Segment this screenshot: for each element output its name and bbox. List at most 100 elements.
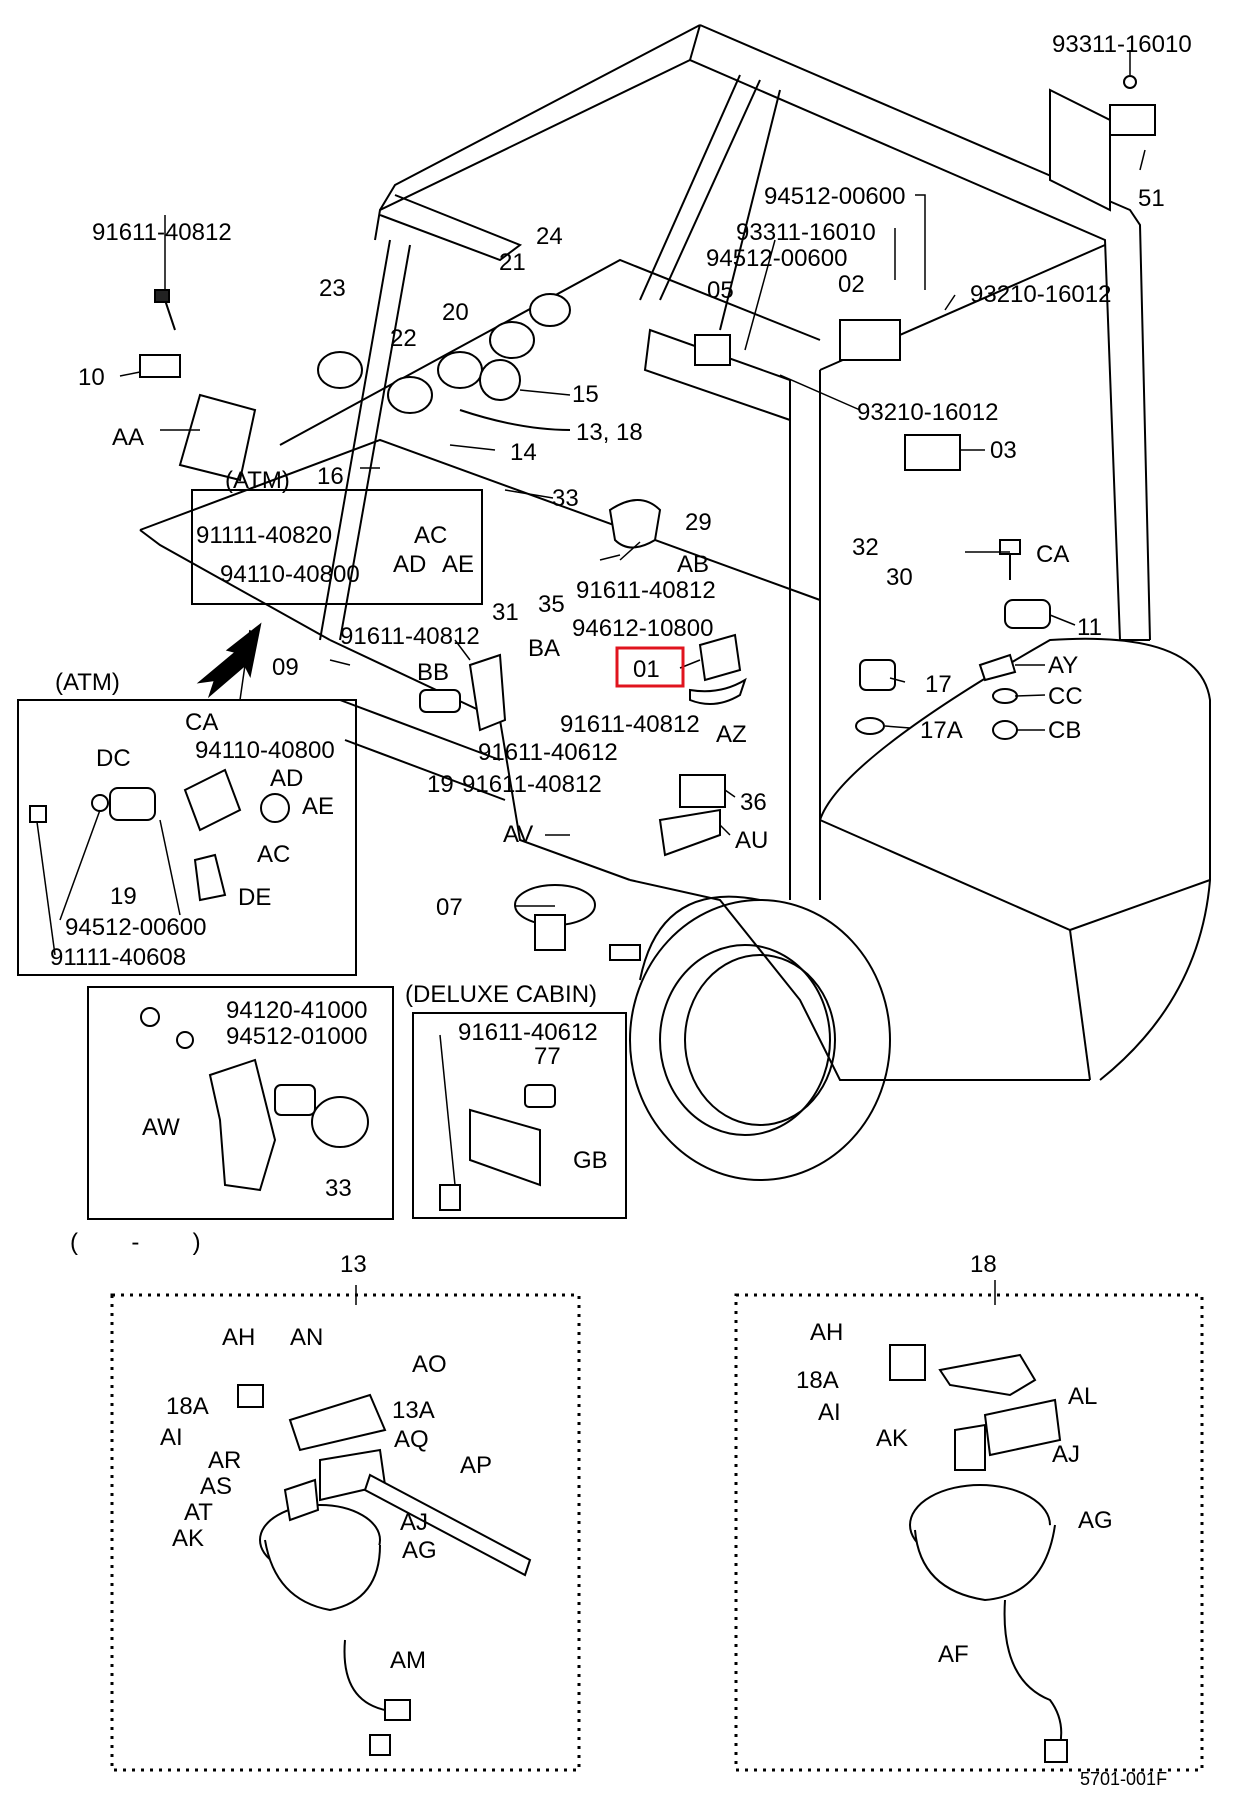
atm-label-19: 19 (110, 883, 137, 910)
d13-label-AO: AO (412, 1351, 447, 1378)
label-BB: BB (417, 659, 449, 686)
atm-label-AE: AE (302, 793, 334, 820)
d13-label-AJ: AJ (400, 1509, 428, 1536)
label-93311-16010-top: 93311-16010 (1052, 31, 1192, 58)
label-AZ: AZ (716, 721, 747, 748)
label-AV: AV (503, 821, 533, 848)
d13-label-AG: AG (402, 1537, 437, 1564)
aw-label-94512-01000: 94512-01000 (226, 1023, 367, 1050)
d18-label-AG: AG (1078, 1507, 1113, 1534)
d18-label-AF: AF (938, 1641, 969, 1668)
label-91611-40812-c: 91611-40812 (340, 623, 480, 650)
detail-13-title: 13 (340, 1251, 367, 1278)
detail-13-box (110, 1293, 581, 1772)
d18-label-AI: AI (818, 1399, 841, 1426)
detail-18-box (734, 1293, 1204, 1772)
atm-detail-box (17, 699, 357, 976)
label-17A: 17A (920, 717, 963, 744)
label-CC: CC (1048, 683, 1083, 710)
aw-label-33: 33 (325, 1175, 352, 1202)
label-24: 24 (536, 223, 563, 250)
label-02: 02 (838, 271, 865, 298)
label-AU: AU (735, 827, 768, 854)
label-33: 33 (552, 485, 579, 512)
atm-label-AC: AC (257, 841, 290, 868)
section-atm-inline: (ATM) (225, 467, 290, 494)
part-AA-bracket (178, 393, 257, 482)
aw-detail-box (87, 986, 394, 1220)
label-91611-40812-b: 91611-40812 (576, 577, 716, 604)
detail-18-title: 18 (970, 1251, 997, 1278)
section-atm-box: (ATM) (55, 669, 120, 696)
leader-lines (119, 50, 1146, 907)
label-11: 11 (1077, 614, 1102, 641)
atm-label-AD: AD (270, 765, 303, 792)
part-17 (859, 659, 896, 691)
part-02 (839, 319, 901, 361)
d18-label-AL: AL (1068, 1383, 1097, 1410)
highlight-box-01 (615, 646, 685, 688)
labels-layer: 93311-16010 51 91611-40812 94512-00600 9… (50, 31, 1192, 1789)
label-94512-00600-a: 94512-00600 (764, 183, 905, 210)
label-93210-16012-b: 93210-16012 (857, 399, 998, 426)
d13-label-AN: AN (290, 1324, 323, 1351)
label-91611-40612: 91611-40612 (478, 739, 618, 766)
d13-label-AS: AS (200, 1473, 232, 1500)
label-01: 01 (633, 656, 660, 683)
label-16: 16 (317, 463, 344, 490)
atm-detail-parts (29, 768, 290, 956)
d13-label-AQ: AQ (394, 1426, 429, 1453)
gauge-23 (317, 351, 363, 389)
d13-label-AM: AM (390, 1647, 426, 1674)
d18-label-AJ: AJ (1052, 1441, 1080, 1468)
d13-label-AH: AH (222, 1324, 255, 1351)
d13-label-AP: AP (460, 1452, 492, 1479)
d18-label-AH: AH (810, 1319, 843, 1346)
cabin-detail-parts (439, 1034, 556, 1211)
part-29 (608, 499, 662, 549)
part-05 (694, 334, 731, 366)
label-21: 21 (499, 249, 526, 276)
d13-label-AT: AT (184, 1499, 213, 1526)
label-20: 20 (442, 299, 469, 326)
d18-label-AK: AK (876, 1425, 908, 1452)
label-AD: AD (393, 551, 426, 578)
drawing-code: 5701-001F (1080, 1769, 1167, 1789)
atm-label-DC: DC (96, 745, 131, 772)
label-32: 32 (852, 534, 879, 561)
label-10: 10 (78, 364, 105, 391)
label-09: 09 (272, 654, 299, 681)
blank-caption: ( - ) (70, 1229, 201, 1256)
part-10 (139, 354, 181, 378)
part-15-lamp (479, 359, 521, 401)
label-29: 29 (685, 509, 712, 536)
atm-label-94512-00600: 94512-00600 (65, 914, 206, 941)
label-03: 03 (990, 437, 1017, 464)
part-51-plate (1049, 88, 1111, 212)
d13-label-AK: AK (172, 1525, 204, 1552)
label-94110-40800: 94110-40800 (220, 561, 360, 588)
label-13-18: 13, 18 (576, 419, 643, 446)
atm-label-DE: DE (238, 884, 271, 911)
label-22: 22 (390, 325, 417, 352)
label-AC: AC (414, 522, 447, 549)
d13-label-13A: 13A (392, 1397, 435, 1424)
cabin-label-77: 77 (534, 1043, 561, 1070)
part-11 (1004, 599, 1051, 629)
part-03 (904, 434, 961, 471)
atm-label-94110-40800: 94110-40800 (195, 737, 335, 764)
label-91611-40812-top: 91611-40812 (92, 219, 232, 246)
gauge-21 (489, 321, 535, 359)
label-AB: AB (677, 551, 709, 578)
label-51: 51 (1138, 185, 1165, 212)
d13-label-18A: 18A (166, 1393, 209, 1420)
label-94512-00600-b: 94512-00600 (706, 245, 847, 272)
label-15: 15 (572, 381, 599, 408)
label-14: 14 (510, 439, 537, 466)
label-BA: BA (528, 635, 560, 662)
label-35: 35 (538, 591, 565, 618)
label-AY: AY (1048, 652, 1078, 679)
deluxe-cabin-box (412, 1012, 627, 1219)
label-91111-40820: 91111-40820 (196, 522, 332, 549)
